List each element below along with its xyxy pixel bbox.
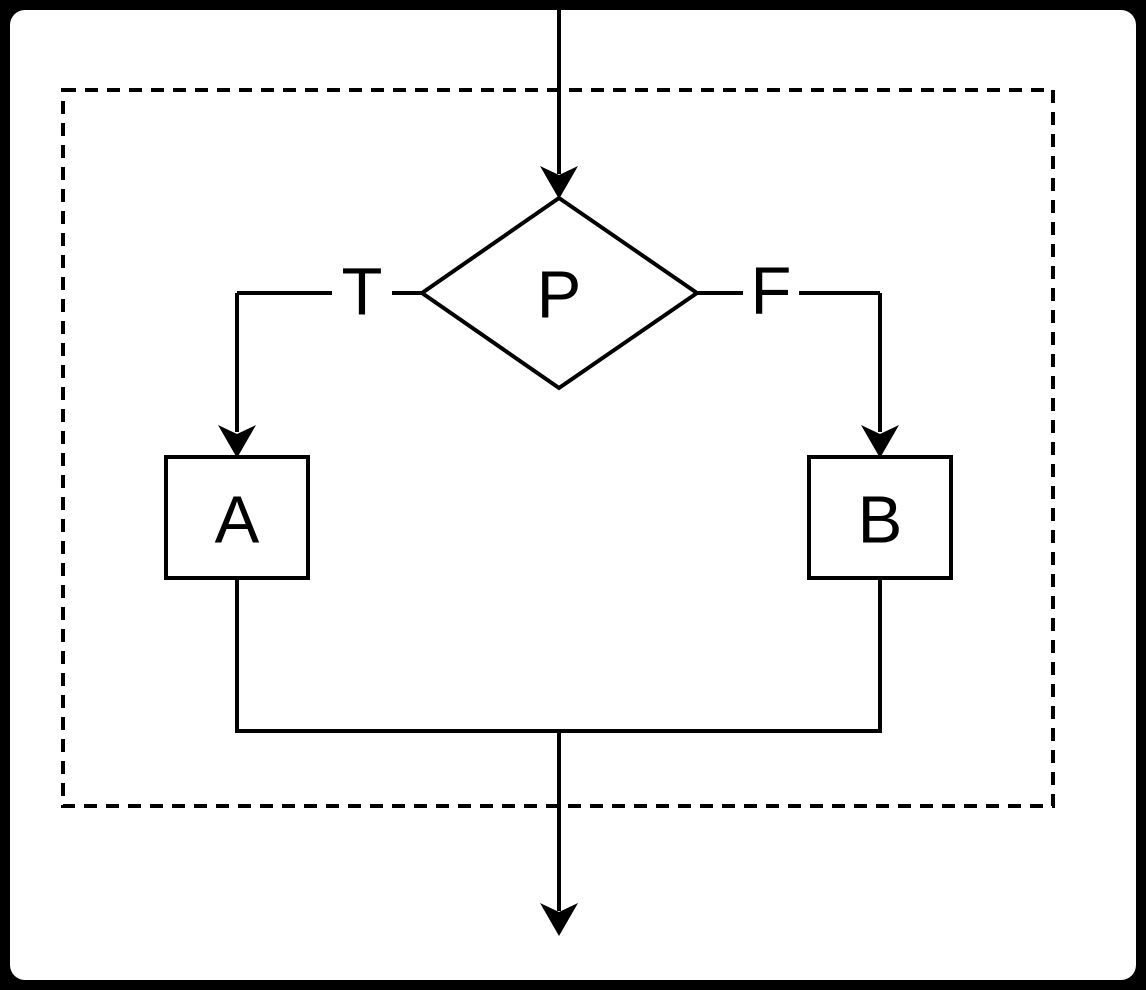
true-branch-edge: T xyxy=(218,255,422,458)
arrowhead-down-icon xyxy=(540,166,578,199)
process-b-label: B xyxy=(858,483,903,558)
entry-edge xyxy=(540,8,578,199)
process-a-node: A xyxy=(164,455,310,580)
exit-edge xyxy=(540,731,578,936)
decision-node: P xyxy=(418,195,701,391)
true-branch-label: T xyxy=(342,255,383,330)
process-b-node: B xyxy=(807,455,953,580)
arrowhead-down-icon xyxy=(218,425,256,458)
decision-diamond xyxy=(418,195,701,391)
process-a-box xyxy=(164,455,310,580)
arrowhead-down-icon xyxy=(861,425,899,458)
decision-label: P xyxy=(537,258,582,333)
false-branch-label: F xyxy=(751,254,792,329)
process-b-box xyxy=(807,455,953,580)
true-label-backplate xyxy=(332,262,392,320)
false-branch-edge: F xyxy=(697,254,899,458)
process-a-label: A xyxy=(215,483,260,558)
false-label-backplate xyxy=(743,262,799,318)
page-background xyxy=(10,10,1136,980)
arrowhead-down-icon xyxy=(540,903,578,936)
